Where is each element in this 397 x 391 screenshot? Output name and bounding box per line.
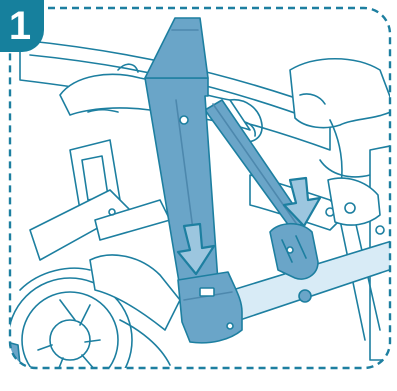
- step-number: 1: [9, 4, 31, 49]
- step-number-badge: 1: [0, 0, 44, 52]
- receiving-socket: [178, 272, 242, 343]
- latch-clip: [270, 224, 318, 279]
